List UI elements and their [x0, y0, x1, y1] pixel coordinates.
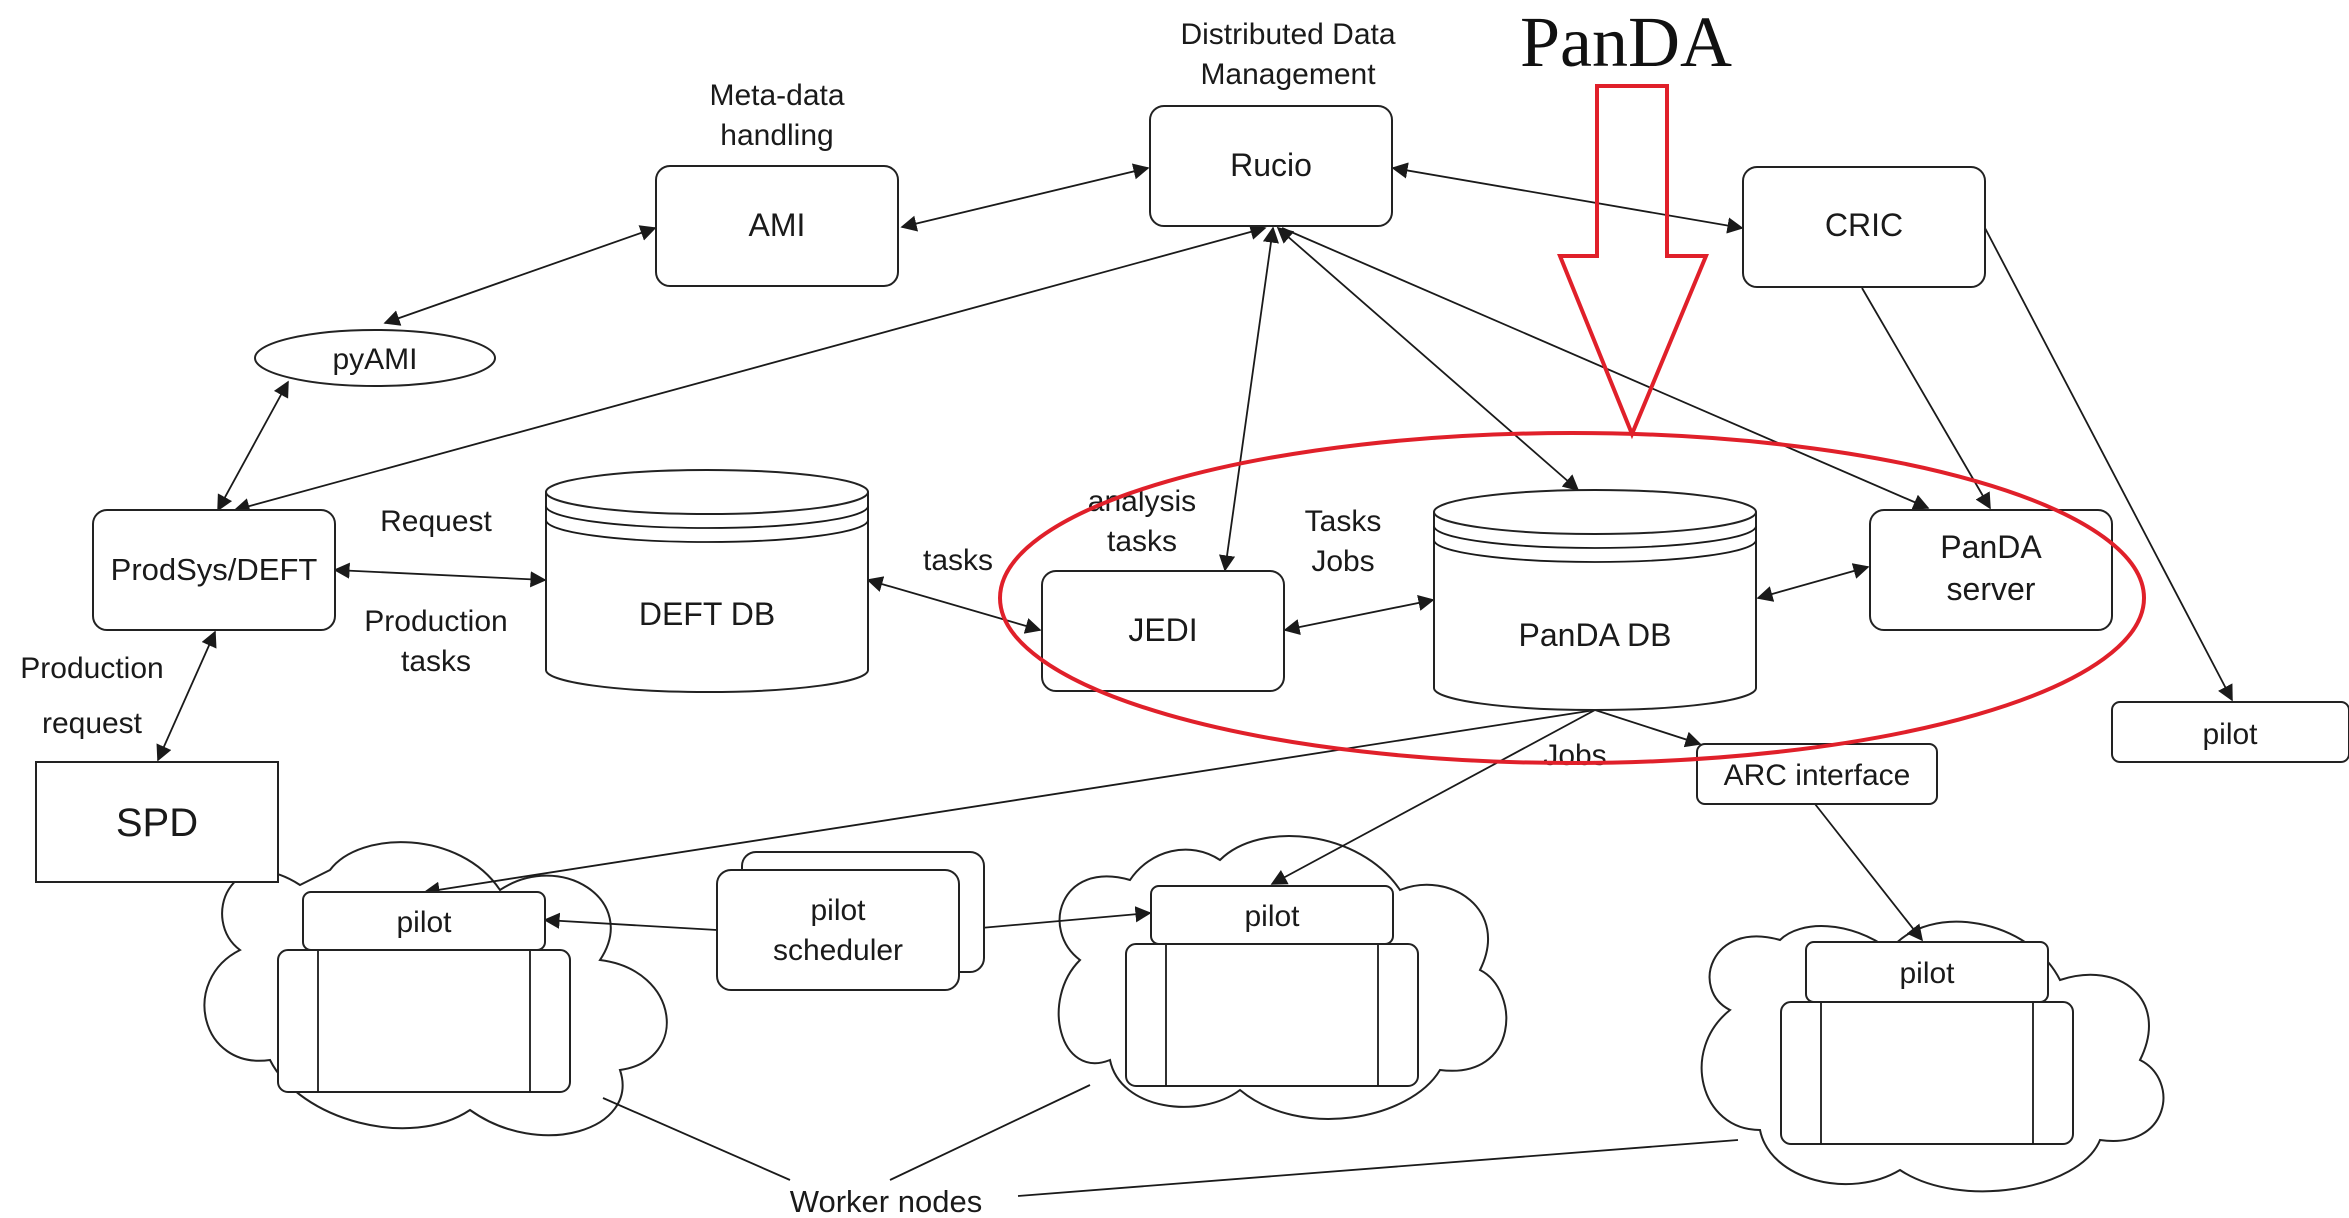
- pilot-standalone-label: pilot: [2202, 718, 2258, 751]
- pilot-node-left[interactable]: pilot: [302, 891, 546, 951]
- panda-server-label-line2: server: [1947, 571, 2036, 607]
- panda-db-node[interactable]: PanDA DB: [1433, 489, 1757, 711]
- worker-nodes-label: Worker nodes: [790, 1184, 982, 1218]
- ami-label: AMI: [749, 207, 806, 243]
- ami-node[interactable]: AMI: [655, 165, 899, 287]
- edge-label-tasks-jobs-line2: Jobs: [1311, 545, 1374, 578]
- panda-db-label: PanDA DB: [1519, 617, 1672, 653]
- edge-label-jobs: Jobs: [1543, 739, 1606, 772]
- ami-caption-line2: handling: [720, 119, 833, 152]
- panda-server-label-line1: PanDA: [1940, 529, 2042, 565]
- edge-label-production-tasks-line2: tasks: [401, 645, 471, 678]
- edge-label-production-tasks-line1: Production: [364, 605, 507, 638]
- edge-label-analysis-tasks-line2: tasks: [1107, 525, 1177, 558]
- panda-highlight-ellipse: [998, 431, 2146, 765]
- panda-highlight-arrow-icon: [1557, 84, 1709, 440]
- prodsys-deft-label: ProdSys/DEFT: [111, 552, 318, 587]
- jedi-label: JEDI: [1128, 612, 1197, 648]
- rucio-node[interactable]: Rucio: [1149, 105, 1393, 227]
- pilot-node-middle[interactable]: pilot: [1150, 885, 1394, 945]
- pilot-left-label: pilot: [396, 906, 452, 939]
- edge-label-production-request-line1: Production: [20, 652, 163, 685]
- edge-label-tasks: tasks: [923, 544, 993, 577]
- edge-label-production-request-line2: request: [42, 707, 143, 740]
- connectors: [156, 162, 2233, 1197]
- spd-node[interactable]: SPD: [35, 761, 279, 883]
- pilot-node-standalone[interactable]: pilot: [2111, 701, 2349, 763]
- edge-label-request: Request: [380, 505, 492, 538]
- prodsys-deft-node[interactable]: ProdSys/DEFT: [92, 509, 336, 631]
- pyami-node[interactable]: pyAMI: [254, 329, 496, 387]
- worker-node-right: [1780, 1001, 2074, 1145]
- rucio-caption-line2: Management: [1200, 58, 1376, 91]
- worker-node-middle: [1125, 943, 1419, 1087]
- spd-label: SPD: [116, 801, 198, 845]
- pilot-scheduler-label-line1: pilot: [810, 894, 866, 927]
- arc-interface-label: ARC interface: [1724, 759, 1911, 792]
- cric-label: CRIC: [1825, 207, 1903, 243]
- deft-db-node[interactable]: DEFT DB: [545, 469, 869, 693]
- pilot-node-right[interactable]: pilot: [1805, 941, 2049, 1003]
- cric-node[interactable]: CRIC: [1742, 166, 1986, 288]
- ami-caption-line1: Meta-data: [709, 79, 844, 112]
- arc-interface-node[interactable]: ARC interface: [1696, 743, 1938, 805]
- deft-db-label: DEFT DB: [639, 596, 775, 632]
- worker-node-left: [277, 949, 571, 1093]
- jedi-node[interactable]: JEDI: [1041, 570, 1285, 692]
- panda-title: PanDA: [1520, 2, 1732, 82]
- pilot-middle-label: pilot: [1244, 900, 1300, 933]
- pilot-right-label: pilot: [1899, 957, 1955, 990]
- rucio-label: Rucio: [1230, 147, 1312, 183]
- pilot-scheduler-node[interactable]: pilot scheduler: [716, 851, 985, 991]
- pilot-scheduler-label-line2: scheduler: [773, 934, 903, 967]
- edge-label-tasks-jobs-line1: Tasks: [1305, 505, 1382, 538]
- rucio-caption-line1: Distributed Data: [1180, 18, 1395, 51]
- panda-server-node[interactable]: PanDA server: [1869, 509, 2113, 631]
- pyami-label: pyAMI: [332, 343, 417, 376]
